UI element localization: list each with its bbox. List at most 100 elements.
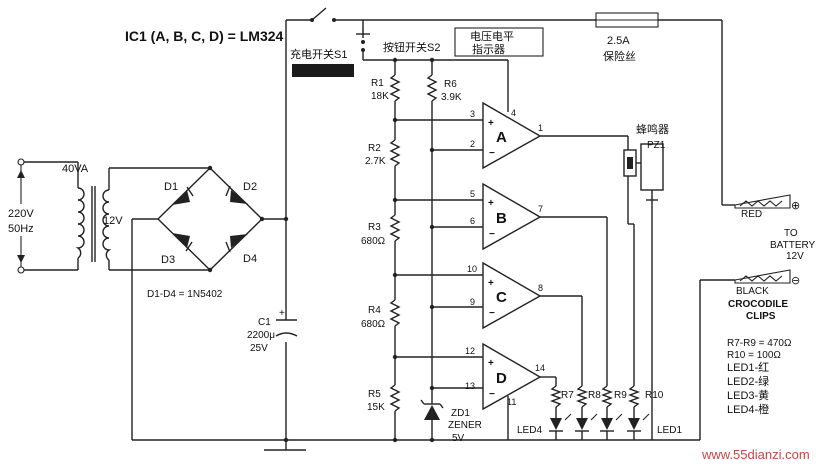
switch-s1: 充电开关S1 [286, 7, 354, 77]
svg-text:+: + [488, 198, 494, 209]
svg-text:11: 11 [507, 397, 516, 407]
zener-voltage: 5V [452, 433, 465, 444]
d3-label: D3 [161, 254, 175, 266]
svg-text:12: 12 [465, 346, 475, 356]
reference-chain: R6 3.9K ZD1 ZENER 5V [420, 57, 483, 444]
mains-input: 220V 50Hz [8, 158, 78, 274]
indicator-line1: 电压电平 [470, 30, 514, 43]
transformer: 40VA 12V [62, 162, 123, 270]
buzzer-label: 蜂鸣器 [636, 122, 669, 136]
r2-name: R2 [368, 143, 381, 154]
svg-text:+: + [488, 358, 494, 369]
r4-name: R4 [368, 305, 381, 316]
s2-label: 按钮开关S2 [383, 40, 440, 54]
primary-voltage: 220V [8, 208, 34, 220]
led1-label: LED1 [657, 425, 682, 436]
svg-text:9: 9 [470, 297, 475, 307]
svg-text:−: − [489, 308, 495, 319]
svg-text:6: 6 [470, 216, 475, 226]
opamp-d-label: D [496, 370, 507, 387]
r5-value: 15K [367, 402, 385, 413]
opamp-c-label: C [496, 289, 507, 306]
s1-label: 充电开关S1 [290, 47, 347, 61]
note-led1: LED1-红 [727, 361, 769, 374]
svg-text:1: 1 [538, 123, 543, 133]
note-r7-r9: R7-R9 = 470Ω [727, 338, 792, 349]
component-notes: R7-R9 = 470Ω R10 = 100Ω LED1-红 LED2-绿 LE… [727, 338, 792, 416]
r6-name: R6 [444, 79, 457, 90]
opamp-b: + − B 5 6 7 [470, 182, 608, 386]
d1-label: D1 [164, 181, 178, 193]
r9-label: R9 [614, 390, 627, 401]
d2-label: D2 [243, 181, 257, 193]
svg-text:−: − [489, 229, 495, 240]
svg-text:7: 7 [538, 204, 543, 214]
to-label: TO [784, 228, 798, 239]
svg-text:+: + [488, 118, 494, 129]
battery-voltage: 12V [786, 251, 804, 262]
r1-value: 18K [371, 91, 389, 102]
battery-label: BATTERY [770, 240, 816, 251]
svg-text:14: 14 [535, 363, 545, 373]
svg-text:−: − [489, 148, 495, 159]
primary-frequency: 50Hz [8, 223, 34, 235]
fuse-rating: 2.5A [607, 35, 630, 47]
r3-value: 680Ω [361, 236, 386, 247]
svg-text:+: + [279, 308, 285, 319]
red-clip: RED ⊕ [722, 194, 800, 220]
svg-text:10: 10 [467, 264, 477, 274]
note-r10: R10 = 100Ω [727, 350, 781, 361]
red-label: RED [741, 209, 762, 220]
supply-rail: + C1 2200μ 25V [132, 20, 660, 451]
buzzer: 蜂鸣器 PZ1 [623, 122, 669, 386]
note-led3: LED3-黄 [727, 388, 769, 402]
ic-title: IC1 (A, B, C, D) = LM324 [125, 28, 284, 44]
diode-spec: D1-D4 = 1N5402 [147, 289, 223, 300]
indicator-box: 电压电平 指示器 [454, 27, 544, 57]
r8-label: R8 [588, 390, 601, 401]
clips-label: CLIPS [746, 311, 776, 322]
transformer-rating: 40VA [62, 163, 89, 175]
svg-text:+: + [488, 278, 494, 289]
c1-voltage: 25V [250, 343, 268, 354]
r7-label: R7 [561, 390, 574, 401]
divider-chain: R1 18K R2 2.7K R3 680Ω R4 680Ω R5 15K [361, 57, 483, 443]
r1-name: R1 [371, 78, 384, 89]
secondary-voltage: 12V [103, 215, 123, 227]
opamp-c: + − C 10 9 8 [467, 261, 583, 386]
opamp-a: + − A 3 2 1 4 [470, 60, 629, 170]
svg-text:4: 4 [511, 108, 516, 118]
watermark: www.55dianzi.com [701, 447, 810, 462]
black-clip: BLACK ⊖ [734, 269, 800, 297]
opamp-d: + − D 12 13 14 11 [465, 342, 557, 440]
note-led4: LED4-橙 [727, 402, 769, 416]
fuse: 2.5A 保险丝 [595, 12, 723, 205]
r4-value: 680Ω [361, 319, 386, 330]
zener-name: ZD1 [451, 408, 470, 419]
note-led2: LED2-绿 [727, 374, 769, 388]
c1-name: C1 [258, 317, 271, 328]
d4-label: D4 [243, 253, 257, 265]
r6-value: 3.9K [441, 92, 462, 103]
black-label: BLACK [736, 286, 769, 297]
buzzer-name: PZ1 [647, 140, 666, 151]
svg-text:8: 8 [538, 283, 543, 293]
svg-text:5: 5 [470, 189, 475, 199]
redacted-tag [292, 64, 354, 77]
svg-text:2: 2 [470, 139, 475, 149]
r2-value: 2.7K [365, 156, 386, 167]
zener-type: ZENER [448, 420, 482, 431]
led4-label: LED4 [517, 425, 542, 436]
switch-s2: 按钮开关S2 [356, 20, 508, 61]
led-resistors: R7 R8 R9 R10 LED4 LED1 [517, 385, 682, 440]
r5-name: R5 [368, 389, 381, 400]
indicator-line2: 指示器 [472, 42, 505, 56]
svg-text:−: − [489, 389, 495, 400]
opamp-a-label: A [496, 129, 507, 146]
svg-text:13: 13 [465, 381, 475, 391]
crocodile-label: CROCODILE [728, 299, 788, 310]
bridge-rectifier: D1 D2 D3 D4 D1-D4 = 1N5402 [109, 165, 286, 440]
r3-name: R3 [368, 222, 381, 233]
